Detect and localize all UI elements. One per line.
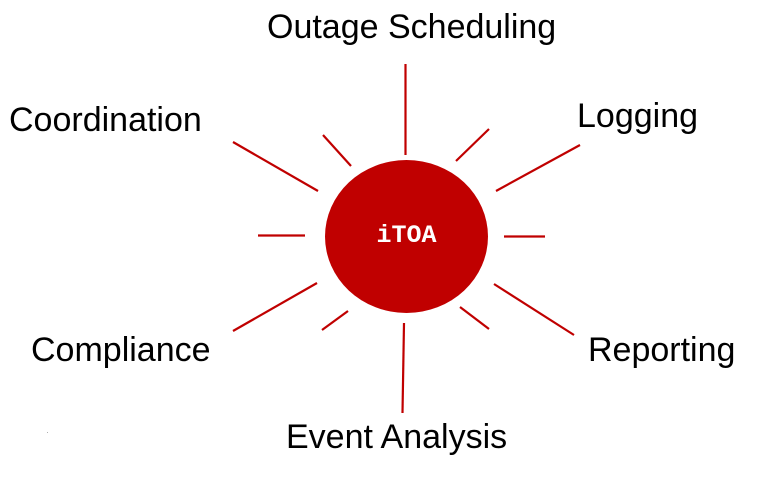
node-coordination: Coordination: [9, 101, 202, 139]
spoke-logging: [495, 144, 581, 192]
stray-dot: [47, 432, 48, 433]
node-logging: Logging: [577, 97, 699, 135]
spoke-coordination: [232, 141, 319, 192]
node-event-analysis: Event Analysis: [286, 418, 508, 456]
spoke-reporting: [493, 283, 575, 336]
spoke-event-analysis: [401, 322, 406, 414]
spoke-short-lower-left: [321, 310, 349, 331]
spoke-short-upper-left: [322, 134, 352, 167]
node-outage-scheduling: Outage Scheduling: [267, 8, 557, 46]
spoke-compliance: [232, 282, 318, 332]
hub-label: iTOA: [376, 221, 437, 250]
node-compliance: Compliance: [31, 331, 211, 369]
node-reporting: Reporting: [588, 331, 736, 369]
spoke-short-lower-right: [459, 306, 490, 330]
spoke-short-upper-right: [455, 128, 490, 162]
hub-itoa: iTOA: [325, 160, 488, 313]
